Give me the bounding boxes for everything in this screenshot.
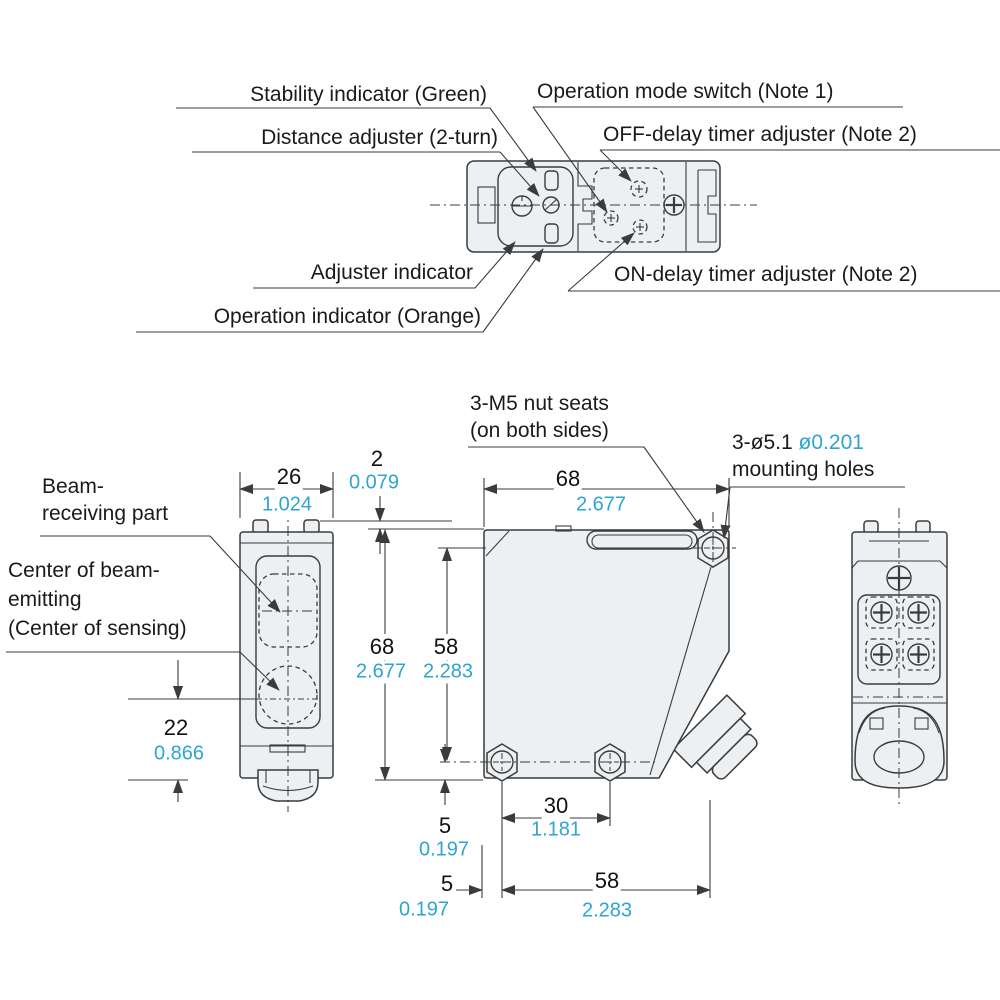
off-delay-adjuster xyxy=(630,180,648,198)
leader-line xyxy=(532,106,608,213)
leader-line xyxy=(209,535,281,613)
leader-line xyxy=(567,232,635,292)
callout-distance: Distance adjuster (2-turn) xyxy=(261,126,498,149)
dim-hole-height-in: 2.283 xyxy=(420,660,476,684)
operation-mode-switch xyxy=(603,210,619,226)
dim-main-width-in: 2.677 xyxy=(573,493,629,517)
dim-hole-span-in: 2.283 xyxy=(579,899,635,923)
mounting-holes-inch: ø0.201 xyxy=(798,431,864,454)
dim-step-mm: 2 xyxy=(368,446,386,472)
callout-operation-mode: Operation mode switch (Note 1) xyxy=(537,80,834,103)
dim-hole-height-mm: 58 xyxy=(431,634,461,660)
dim-beam-center-in: 0.866 xyxy=(151,742,207,766)
leader-line xyxy=(474,241,516,289)
dimension-lines xyxy=(128,472,730,898)
operation-indicator xyxy=(544,223,559,244)
beam-receiving-line2: receiving part xyxy=(42,502,169,525)
housing-seam xyxy=(577,162,593,251)
side-view xyxy=(440,512,758,782)
beam-center-line3: (Center of sensing) xyxy=(8,617,187,640)
rear-view xyxy=(851,508,948,806)
leader-line xyxy=(489,107,537,172)
beam-receiving-line1: Beam- xyxy=(42,475,104,498)
dim-hole-offset-v-in: 0.197 xyxy=(416,838,472,862)
mounting-hole xyxy=(490,750,514,774)
beam-center-line1: Center of beam- xyxy=(8,559,160,582)
top-tab xyxy=(303,519,320,534)
leader-line xyxy=(499,151,540,197)
leader-line xyxy=(482,248,544,333)
stability-indicator xyxy=(544,170,559,191)
callout-leaders-top xyxy=(136,106,1000,333)
dim-hole-pitch-in: 1.181 xyxy=(528,818,584,842)
callout-on-delay: ON-delay timer adjuster (Note 2) xyxy=(614,263,918,286)
top-tab xyxy=(915,520,931,534)
dim-main-height-mm: 68 xyxy=(367,634,397,660)
adjuster-indicator xyxy=(511,195,533,217)
dim-front-width-mm: 26 xyxy=(274,464,304,490)
front-view xyxy=(239,506,334,812)
callout-adjuster: Adjuster indicator xyxy=(310,261,473,284)
callout-beam-center: Center of beam- emitting (Center of sens… xyxy=(8,556,187,643)
dim-hole-offset-h-mm: 5 xyxy=(438,871,456,897)
beam-center-line2: emitting xyxy=(8,588,82,611)
dim-beam-center-mm: 22 xyxy=(161,715,191,741)
callout-operation-indicator: Operation indicator (Orange) xyxy=(213,305,481,328)
callout-mounting-holes: 3-ø5.1 ø0.201 mounting holes xyxy=(732,429,874,483)
callout-nut-seats: 3-M5 nut seats (on both sides) xyxy=(470,390,609,444)
top-tab xyxy=(252,519,269,534)
callout-stability: Stability indicator (Green) xyxy=(250,83,487,106)
callout-nut-seats-line2: (on both sides) xyxy=(470,419,609,442)
mounting-holes-line2: mounting holes xyxy=(732,458,875,481)
dim-main-height-in: 2.677 xyxy=(353,660,409,684)
top-tab xyxy=(863,520,879,534)
leader-line xyxy=(599,149,632,182)
dim-hole-offset-v-mm: 5 xyxy=(436,813,454,839)
callout-nut-seats-line1: 3-M5 nut seats xyxy=(470,392,609,415)
callout-off-delay: OFF-delay timer adjuster (Note 2) xyxy=(603,123,917,146)
dim-hole-offset-h-in: 0.197 xyxy=(396,898,452,922)
housing-crease xyxy=(649,566,712,776)
dim-step-in: 0.079 xyxy=(346,471,402,495)
leader-line xyxy=(239,651,280,691)
rear-adjusters xyxy=(865,596,935,671)
mounting-slot xyxy=(586,530,698,550)
top-view xyxy=(430,160,757,253)
cable-gland-angled xyxy=(672,694,758,780)
cable-gland xyxy=(257,769,319,802)
dim-hole-pitch-mm: 30 xyxy=(541,793,571,819)
dim-hole-span-mm: 58 xyxy=(592,868,622,894)
front-view-body xyxy=(239,531,334,779)
dim-front-width-in: 1.024 xyxy=(259,493,315,517)
mounting-holes-metric: 3-ø5.1 xyxy=(732,431,793,454)
callout-beam-receiving: Beam- receiving part xyxy=(42,473,168,527)
end-cap-bracket xyxy=(697,169,717,243)
dim-main-width-mm: 68 xyxy=(553,466,583,492)
on-delay-adjuster xyxy=(632,219,648,235)
